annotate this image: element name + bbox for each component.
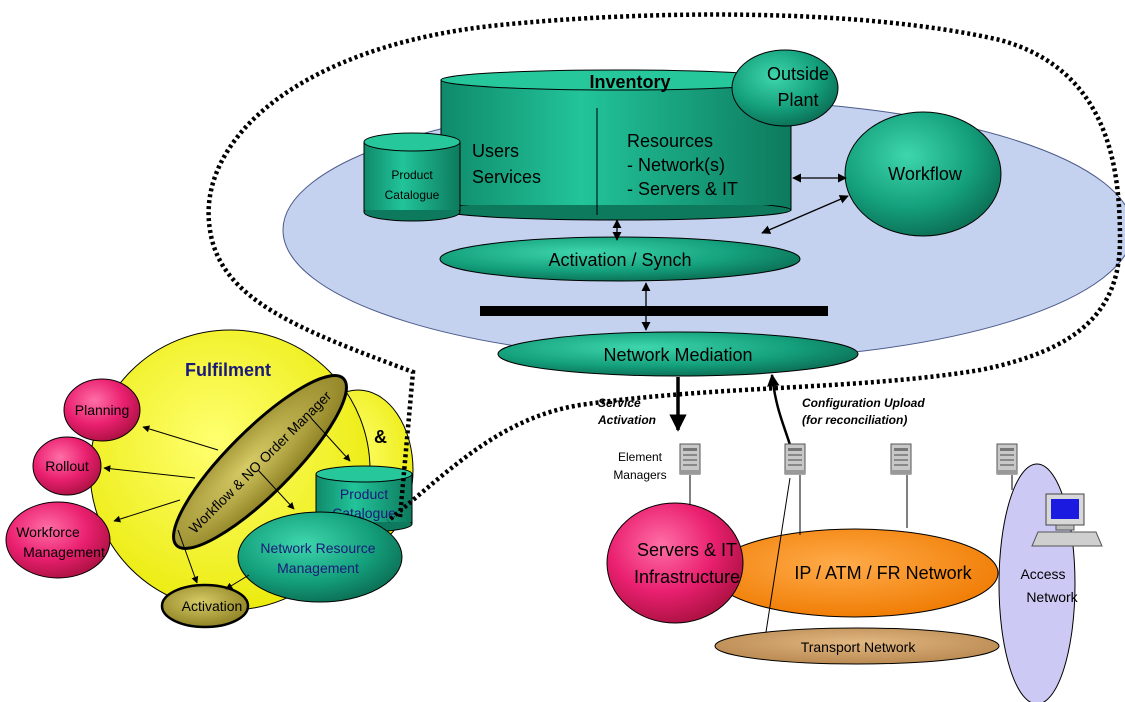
inventory-resources-label: Resources bbox=[627, 131, 713, 151]
service-activation-label-1: Service bbox=[598, 396, 641, 410]
om-planning-arrow bbox=[142, 425, 219, 451]
integration-bus-bar bbox=[480, 306, 828, 316]
config-upload-arrow bbox=[767, 373, 792, 446]
inventory-services-label: Services bbox=[472, 167, 541, 187]
ip-atm-fr-network-label: IP / ATM / FR Network bbox=[794, 563, 972, 583]
workstation-computer-icon bbox=[1031, 493, 1103, 547]
fulfilment-title: Fulfilment bbox=[185, 360, 271, 380]
transport-link bbox=[765, 477, 791, 633]
planning-circle bbox=[63, 378, 141, 442]
activation-workflow-arrow bbox=[761, 195, 849, 234]
rollout-circle bbox=[32, 436, 102, 496]
inventory-product-catalogue-cylinder bbox=[363, 132, 461, 222]
network-mediation-label: Network Mediation bbox=[603, 345, 752, 365]
om-activation-arrow bbox=[177, 529, 199, 584]
transport-network-ellipse bbox=[714, 627, 1000, 665]
fulfilment-partial-amp: & bbox=[374, 427, 387, 447]
nrm-label-2: Management bbox=[277, 560, 359, 576]
servers-it-circle bbox=[606, 502, 744, 624]
network-mediation-ellipse bbox=[497, 331, 859, 377]
rollout-label: Rollout bbox=[45, 458, 89, 474]
element-managers-label-2: Managers bbox=[613, 468, 666, 482]
om-nrm-arrow bbox=[257, 469, 295, 510]
om-rollout-arrow bbox=[103, 465, 196, 479]
element-manager-server-icon bbox=[784, 443, 806, 475]
workforce-label-2: Management bbox=[23, 544, 105, 560]
outside-plant-ellipse bbox=[731, 49, 839, 127]
servers-it-label-1: Servers & IT bbox=[637, 540, 737, 560]
nrm-activation-arrow bbox=[225, 574, 250, 590]
planning-label: Planning bbox=[75, 402, 130, 418]
workforce-label-1: Workforce bbox=[16, 524, 80, 540]
service-activation-label-2: Activation bbox=[597, 413, 656, 427]
fulfilment-activation-ellipse bbox=[160, 583, 250, 629]
inventory-networks-label: - Network(s) bbox=[627, 155, 725, 175]
inventory-product-label: Product bbox=[391, 168, 433, 182]
element-manager-server-icon bbox=[679, 443, 701, 475]
om-workforce-arrow bbox=[113, 499, 181, 523]
fulfilment-activation-label: Activation bbox=[182, 598, 243, 614]
om-catalogue-arrow bbox=[310, 417, 351, 462]
access-network-label-2: Network bbox=[1026, 589, 1078, 605]
servers-it-label-2: Infrastructure bbox=[634, 567, 740, 587]
access-network-label-1: Access bbox=[1020, 566, 1065, 582]
element-manager-server-icon bbox=[890, 443, 912, 475]
transport-network-label: Transport Network bbox=[801, 639, 917, 655]
nrm-ellipse bbox=[237, 511, 403, 603]
outside-plant-label-1: Outside bbox=[767, 64, 829, 84]
nrm-label-1: Network Resource bbox=[260, 540, 375, 556]
activation-synch-label: Activation / Synch bbox=[548, 250, 691, 270]
element-manager-server-icon bbox=[996, 443, 1018, 475]
workflow-label: Workflow bbox=[888, 164, 963, 184]
element-managers-label-1: Element bbox=[618, 450, 663, 464]
oss-scope-dotted-boundary bbox=[206, 12, 1123, 523]
fulfilment-product-label: Product bbox=[340, 486, 388, 502]
workforce-circle bbox=[5, 501, 111, 579]
inventory-users-label: Users bbox=[472, 141, 519, 161]
inventory-catalogue-label: Catalogue bbox=[385, 188, 440, 202]
outside-plant-label-2: Plant bbox=[777, 90, 818, 110]
inventory-servers-label: - Servers & IT bbox=[627, 179, 738, 199]
inventory-title: Inventory bbox=[589, 72, 670, 92]
config-upload-label-1: Configuration Upload bbox=[802, 396, 925, 410]
inventory-cylinder bbox=[440, 69, 792, 221]
config-upload-label-2: (for reconciliation) bbox=[802, 413, 907, 427]
